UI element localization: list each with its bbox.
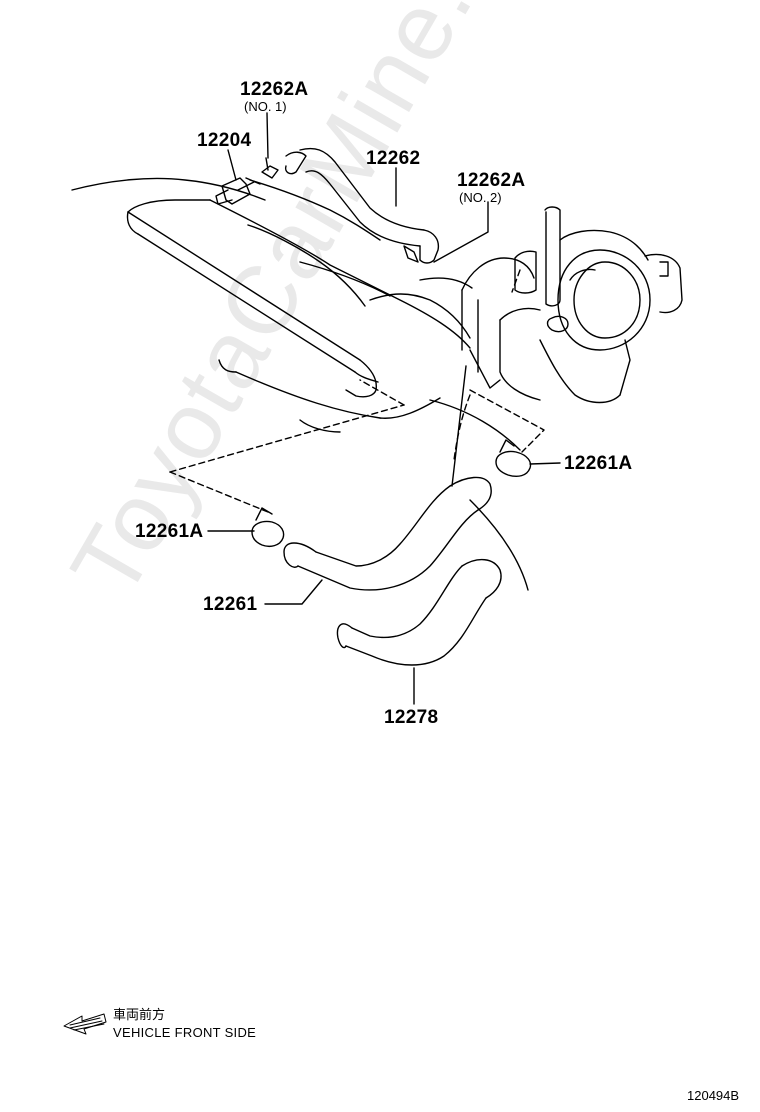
callout-12261: 12261 bbox=[203, 594, 258, 615]
hose-clamp-left bbox=[251, 507, 285, 547]
pcv-valve bbox=[215, 177, 261, 205]
water-hose-12261 bbox=[283, 476, 492, 591]
callout-12262a-no1-sub: (NO. 1) bbox=[244, 99, 287, 114]
callout-12262a-no1: 12262A bbox=[240, 79, 309, 100]
callout-12262a-no2-sub: (NO. 2) bbox=[459, 190, 502, 205]
leader-lines bbox=[207, 112, 561, 705]
callout-12261a-left: 12261A bbox=[135, 521, 204, 542]
callout-12262: 12262 bbox=[366, 148, 421, 169]
engine-outline bbox=[71, 177, 535, 451]
callout-12278: 12278 bbox=[384, 707, 439, 728]
reference-id: 120494B bbox=[687, 1088, 740, 1103]
clamp-no1 bbox=[261, 157, 279, 179]
body-curve bbox=[469, 499, 529, 591]
callout-12261a-right: 12261A bbox=[564, 453, 633, 474]
water-hose-12278 bbox=[336, 559, 502, 666]
clamp-no2 bbox=[403, 245, 419, 263]
hose-clamp-right bbox=[495, 439, 532, 477]
callout-12262a-no2: 12262A bbox=[457, 170, 526, 191]
throttle-body bbox=[499, 206, 683, 404]
pcv-hose bbox=[284, 147, 440, 264]
front-arrow-icon bbox=[63, 1013, 107, 1035]
hose-route-line bbox=[451, 365, 467, 487]
callout-12204: 12204 bbox=[197, 130, 252, 151]
front-label-japanese: 車両前方 bbox=[113, 1008, 166, 1023]
front-label-english: VEHICLE FRONT SIDE bbox=[113, 1025, 257, 1040]
dashed-routing bbox=[169, 269, 545, 513]
